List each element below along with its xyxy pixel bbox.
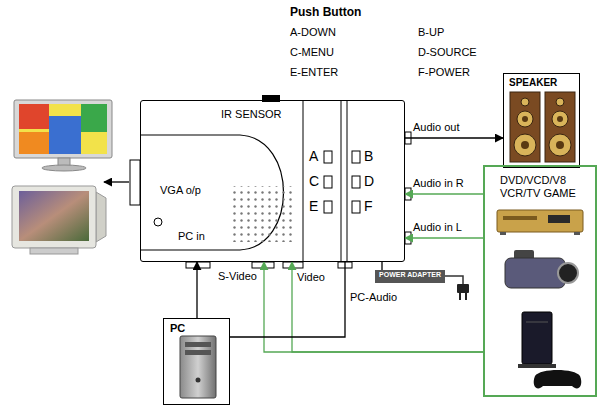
pc-box: PC bbox=[163, 318, 230, 405]
source-devices-box: DVD/VCD/V8 VCR/TV GAME bbox=[483, 165, 597, 397]
power-adapter-label: POWER ADAPTER bbox=[378, 271, 442, 279]
key-heading: Push Button bbox=[290, 6, 361, 20]
button-key: A-DOWN bbox=[290, 26, 336, 39]
port-label: PC-Audio bbox=[350, 291, 397, 304]
vga-arrow bbox=[104, 181, 129, 182]
device-label: VGA o/p bbox=[160, 184, 201, 197]
power-button bbox=[196, 378, 201, 383]
dvd-player bbox=[497, 210, 583, 232]
crt-base bbox=[30, 248, 78, 254]
crt-back bbox=[96, 192, 106, 242]
push-button bbox=[324, 176, 332, 188]
button-key: B-UP bbox=[418, 26, 444, 39]
pc-port bbox=[186, 262, 210, 268]
disc-tray bbox=[503, 216, 537, 220]
source-devices-heading: DVD/VCD/V8 VCR/TV GAME bbox=[500, 174, 582, 200]
port-label: Audio out bbox=[413, 121, 459, 134]
plug-prong bbox=[465, 293, 467, 300]
port-label: Audio in R bbox=[413, 177, 464, 190]
port-label: Audio in L bbox=[413, 221, 462, 234]
speaker-driver bbox=[514, 134, 536, 156]
speaker-driver bbox=[552, 111, 568, 127]
speaker-driver bbox=[556, 98, 564, 106]
signal-connector bbox=[196, 262, 197, 318]
push-button bbox=[352, 151, 360, 163]
push-button bbox=[352, 176, 360, 188]
button-key: C-MENU bbox=[290, 46, 334, 59]
panel-line bbox=[347, 100, 348, 262]
speaker-driver bbox=[549, 134, 571, 156]
push-button bbox=[324, 201, 332, 213]
speaker-driver bbox=[521, 98, 529, 106]
device-label: PC in bbox=[178, 230, 205, 243]
screen-patch bbox=[81, 104, 107, 132]
signal-connector bbox=[405, 237, 483, 238]
vga-port bbox=[130, 160, 140, 205]
device-label: IR SENSOR bbox=[221, 108, 282, 121]
game-controller bbox=[534, 370, 582, 388]
speaker-grill bbox=[230, 186, 293, 242]
speaker-cabinet bbox=[545, 92, 575, 162]
pc-tower bbox=[180, 336, 216, 398]
device-ground bbox=[141, 101, 404, 261]
signal-connector bbox=[381, 262, 382, 270]
lcd-base bbox=[42, 165, 86, 171]
power-adapter-box: POWER ADAPTER bbox=[375, 270, 445, 283]
lcd-monitor bbox=[14, 100, 112, 158]
speaker-cone bbox=[522, 116, 528, 122]
speaker-cone bbox=[556, 141, 564, 149]
power-plug bbox=[457, 284, 469, 293]
camcorder bbox=[505, 258, 565, 288]
crt-monitor bbox=[12, 186, 96, 248]
button-letter: B bbox=[364, 148, 373, 164]
status-led bbox=[154, 218, 162, 226]
dvd-foot bbox=[574, 232, 580, 235]
push-button bbox=[324, 151, 332, 163]
button-key: E-ENTER bbox=[290, 66, 338, 79]
push-button bbox=[352, 201, 360, 213]
drive-bay bbox=[185, 350, 211, 355]
button-letter: A bbox=[309, 148, 318, 164]
button-letter: D bbox=[364, 173, 374, 189]
screen-patch bbox=[49, 116, 81, 154]
game-console bbox=[522, 312, 552, 364]
power-cable bbox=[443, 276, 463, 284]
signal-connector bbox=[405, 137, 503, 138]
speaker-driver bbox=[517, 111, 533, 127]
panel-line bbox=[303, 100, 304, 262]
dvd-foot bbox=[500, 232, 506, 235]
camcorder-lens bbox=[558, 263, 578, 283]
video-port bbox=[283, 262, 303, 268]
console-stand bbox=[518, 364, 556, 368]
svideo-port bbox=[252, 262, 274, 268]
signal-connector bbox=[264, 262, 483, 352]
button-letter: F bbox=[364, 198, 373, 214]
dvd-display bbox=[548, 215, 570, 223]
speaker-heading: SPEAKER bbox=[509, 77, 574, 89]
speaker-cone bbox=[521, 141, 529, 149]
screen-patch bbox=[19, 132, 49, 154]
lcd-screen bbox=[19, 104, 107, 154]
screen-patch bbox=[19, 104, 49, 129]
pc-heading: PC bbox=[170, 322, 223, 335]
port-label: S-Video bbox=[218, 270, 257, 283]
speaker-cone bbox=[557, 116, 563, 122]
button-key: F-POWER bbox=[418, 66, 470, 79]
speaker-box: SPEAKER bbox=[503, 73, 580, 168]
crt-screen bbox=[19, 191, 89, 241]
button-key: D-SOURCE bbox=[418, 46, 477, 59]
drive-bay bbox=[185, 342, 211, 347]
signal-connector bbox=[292, 262, 483, 352]
port-label: Video bbox=[297, 271, 325, 284]
button-letter: E bbox=[309, 198, 318, 214]
speaker-cabinet bbox=[510, 92, 540, 162]
signal-connector bbox=[405, 193, 483, 194]
plug-prong bbox=[459, 293, 461, 300]
button-letter: C bbox=[309, 173, 319, 189]
console-slot bbox=[526, 322, 548, 323]
panel-line bbox=[341, 100, 342, 262]
